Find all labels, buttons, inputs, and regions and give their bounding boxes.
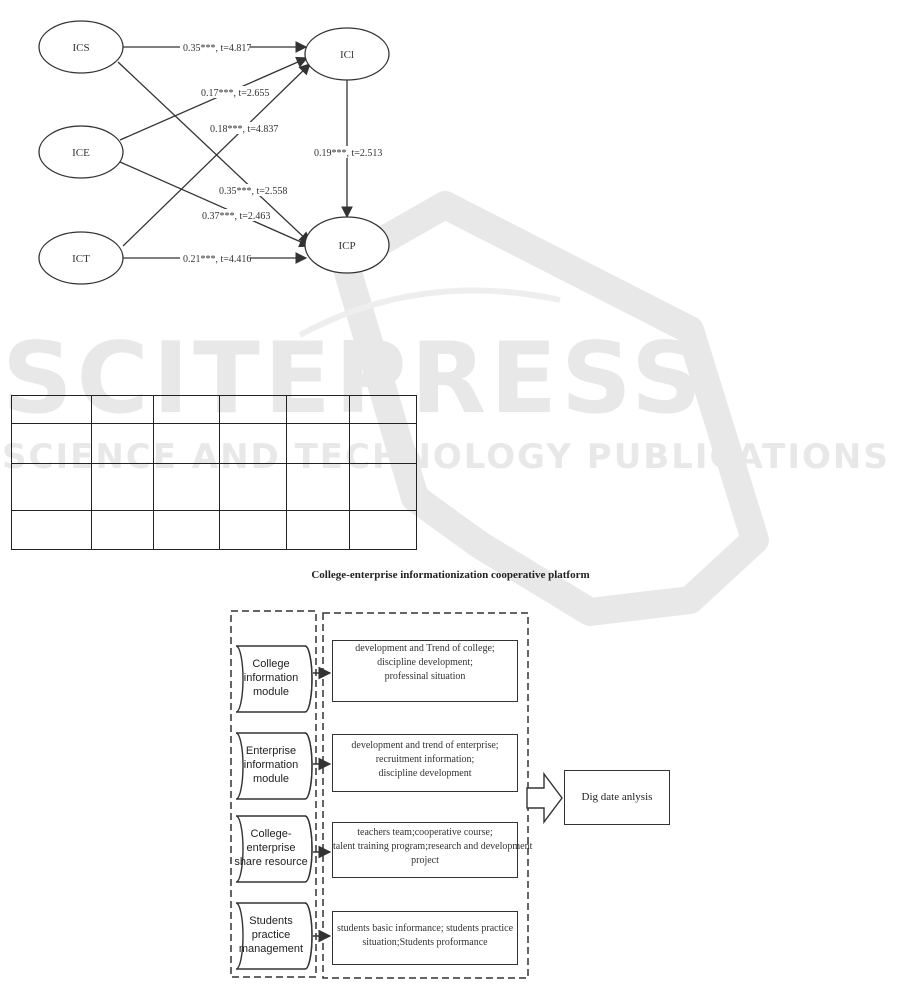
table-cell [11,395,92,424]
empty-table [11,395,417,550]
block-arrow-icon [526,771,563,825]
module-details-4: students basic informance; students prac… [332,911,518,965]
table-cell [90,510,154,550]
output-box: Dig date anlysis [564,770,670,825]
table-cell [152,463,221,511]
coef-ics-ici: 0.35***, t=4.817 [183,43,251,54]
module-details-1: development and Trend of college;discipl… [332,640,518,702]
table-cell [11,510,92,550]
table-row [11,463,417,511]
table-cell [286,510,351,550]
node-ice-label: ICE [72,147,90,159]
node-ict: ICT [38,231,124,285]
node-ice: ICE [38,125,124,179]
node-ici: ICl [304,27,390,81]
modules-container [230,610,317,978]
path-ict-ici [122,63,311,247]
coef-ict-icp: 0.21***, t=4.416 [183,254,251,265]
path-ice-icp [119,161,312,248]
node-icp-label: ICP [338,240,355,252]
module-cylinder-1 [235,645,313,713]
path-ice-ici [119,56,309,141]
coef-ici-icp: 0.19***, t=2.513 [314,148,382,159]
table-row [11,510,417,550]
table-cell [349,423,417,464]
node-ics-label: ICS [72,42,89,54]
node-ici-label: ICl [340,49,354,61]
table-cell [152,510,221,550]
coef-ict-ici: 0.18***, t=4.837 [210,124,278,135]
module-cylinder-4 [235,902,313,970]
coef-ice-icp: 0.37***, t=2.463 [202,211,270,222]
coef-ics-icp: 0.35***, t=2.558 [219,186,287,197]
table-cell [349,510,417,550]
table-cell [11,463,92,511]
node-ict-label: ICT [72,253,90,265]
path-ics-icp [117,61,311,244]
table-cell [152,423,221,464]
node-icp: ICP [304,216,390,274]
path-model-diagram: 0.35***, t=4.817 0.17***, t=2.655 0.18**… [38,20,390,285]
table-row [11,395,417,424]
table-cell [349,395,417,424]
node-ics: ICS [38,20,124,74]
module-details-3: teachers team;cooperative course;talent … [332,822,532,878]
table-cell [219,510,288,550]
coef-ice-ici: 0.17***, t=2.655 [201,88,269,99]
module-cylinder-3 [235,815,313,883]
platform-title: College-enterprise informationization co… [311,569,590,581]
module-cylinder-2 [235,732,313,800]
table-cell [219,463,288,511]
module-details-2: development and trend of enterprise;recr… [332,734,518,792]
